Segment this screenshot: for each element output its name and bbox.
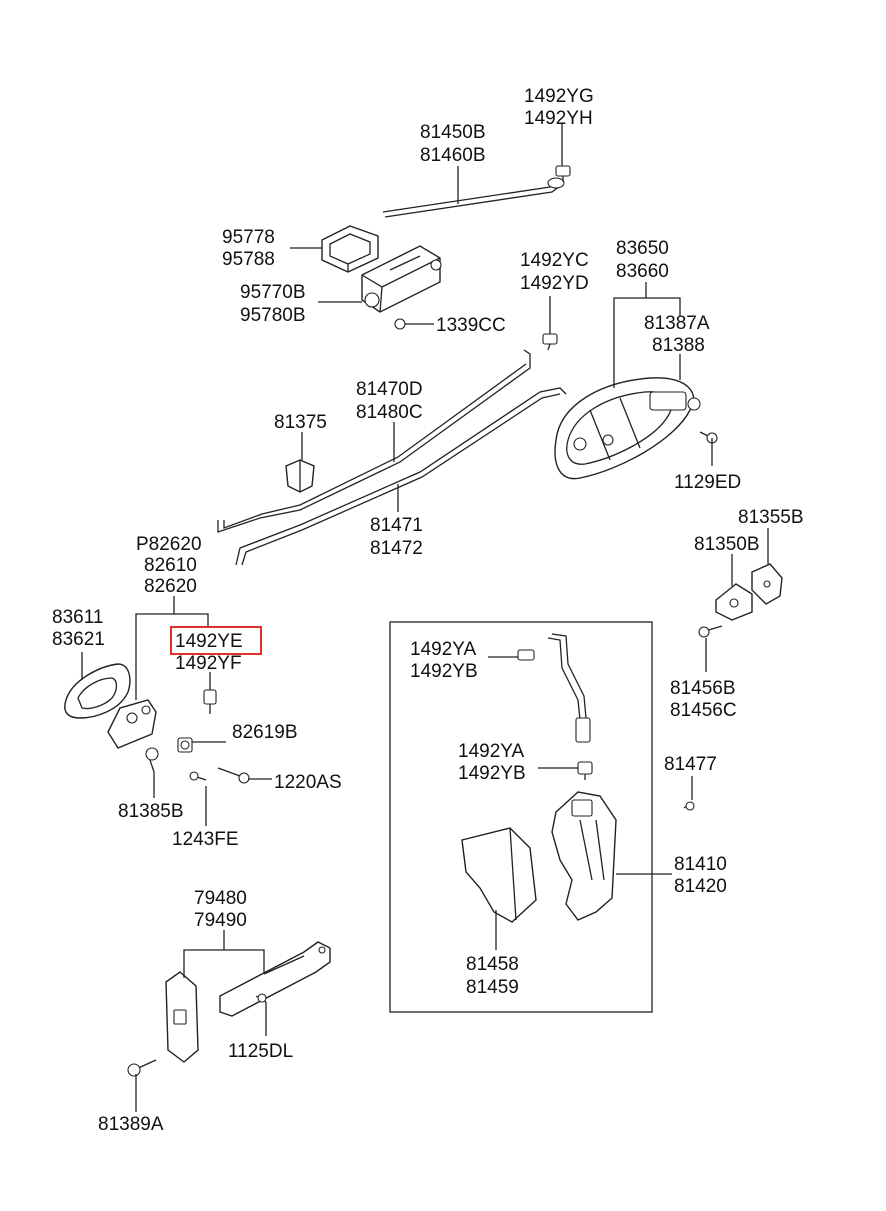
label-81387a: 81387A: [644, 313, 710, 334]
label-81388: 81388: [652, 335, 705, 356]
checker-79490: [219, 941, 331, 1017]
label-82620: 82620: [144, 576, 197, 597]
inside-handle-83611: [64, 663, 131, 719]
plate-81355b: [751, 563, 783, 605]
label-81450b: 81450B: [420, 122, 486, 143]
label-81385b: 81385B: [118, 801, 184, 822]
bracket-81350b: [715, 583, 753, 621]
rod-81470d: [217, 349, 531, 533]
label-83650: 83650: [616, 238, 669, 259]
label-95780b: 95780B: [240, 305, 306, 326]
screw-81456b: [698, 625, 723, 638]
label-81472: 81472: [370, 538, 423, 559]
label-81389a: 81389A: [98, 1114, 164, 1135]
label-83611: 83611: [52, 607, 103, 628]
screw-1243fe: [189, 771, 207, 781]
bolt-1125dl: [255, 993, 267, 1003]
bolt-81389a: [127, 1059, 157, 1077]
latch-81410: [551, 791, 617, 921]
striker-79480: [165, 971, 199, 1063]
label-95770b: 95770B: [240, 282, 306, 303]
label-1492yb-lower: 1492YB: [458, 763, 526, 784]
clip-81385b: [145, 747, 159, 773]
housing-82610: [107, 699, 157, 749]
bolt-1129ed: [699, 431, 718, 444]
leader-lines: [81, 124, 769, 1112]
label-1339cc: 1339CC: [436, 315, 506, 336]
clip-1492yg: [555, 165, 571, 182]
label-1492yd: 1492YD: [520, 273, 589, 294]
label-81410: 81410: [674, 854, 727, 875]
label-95788: 95788: [222, 249, 275, 270]
label-1125dl: 1125DL: [228, 1041, 293, 1062]
lever-rod: [547, 633, 591, 743]
label-1492yh: 1492YH: [524, 108, 593, 129]
clip-1492ya-lower: [577, 761, 593, 780]
label-83621: 83621: [52, 629, 105, 650]
label-95778: 95778: [222, 227, 275, 248]
bolt-81477: [683, 801, 695, 811]
rod-81450b: [382, 177, 565, 218]
label-1492yf: 1492YF: [175, 653, 242, 674]
label-79490: 79490: [194, 910, 247, 931]
label-1492ya-lower: 1492YA: [458, 741, 525, 762]
label-1492yb-top: 1492YB: [410, 661, 478, 682]
label-1492ya-top: 1492YA: [410, 639, 477, 660]
label-83660: 83660: [616, 261, 669, 282]
rod-81471: [235, 387, 567, 566]
label-81477: 81477: [664, 754, 717, 775]
label-82619b: 82619B: [232, 722, 298, 743]
label-1129ed: 1129ED: [674, 472, 741, 493]
label-81350b: 81350B: [694, 534, 760, 555]
clip-81375: [285, 459, 315, 493]
actuator-95770b: [361, 245, 442, 313]
lock-assembly-box: [389, 621, 653, 1013]
label-p82620: P82620: [136, 534, 202, 555]
label-1220as: 1220AS: [274, 772, 342, 793]
cover-81458: [461, 827, 537, 923]
label-82610: 82610: [144, 555, 197, 576]
clip-1492ya-top: [517, 649, 535, 661]
label-1243fe: 1243FE: [172, 829, 239, 850]
highlight-box-1492ye: [170, 626, 262, 655]
label-81420: 81420: [674, 876, 727, 897]
label-1492ye: 1492YE: [175, 631, 243, 652]
label-81470d: 81470D: [356, 379, 423, 400]
label-81456b: 81456B: [670, 678, 736, 699]
cover-95778: [321, 225, 379, 273]
screw-1339cc: [394, 318, 406, 330]
label-79480: 79480: [194, 888, 247, 909]
washer-82619b: [177, 737, 193, 753]
label-81480c: 81480C: [356, 402, 423, 423]
label-81460b: 81460B: [420, 145, 486, 166]
label-81458: 81458: [466, 954, 519, 975]
clip-1492ye: [203, 689, 217, 714]
label-1492yg: 1492YG: [524, 86, 594, 107]
label-81355b: 81355B: [738, 507, 804, 528]
label-81456c: 81456C: [670, 700, 737, 721]
label-81459: 81459: [466, 977, 519, 998]
label-81471: 81471: [370, 515, 423, 536]
outside-handle-83650: [554, 377, 701, 480]
clip-1492yc: [542, 333, 558, 351]
label-81375: 81375: [274, 412, 327, 433]
label-1492yc: 1492YC: [520, 250, 589, 271]
bolt-1220as: [217, 767, 250, 784]
